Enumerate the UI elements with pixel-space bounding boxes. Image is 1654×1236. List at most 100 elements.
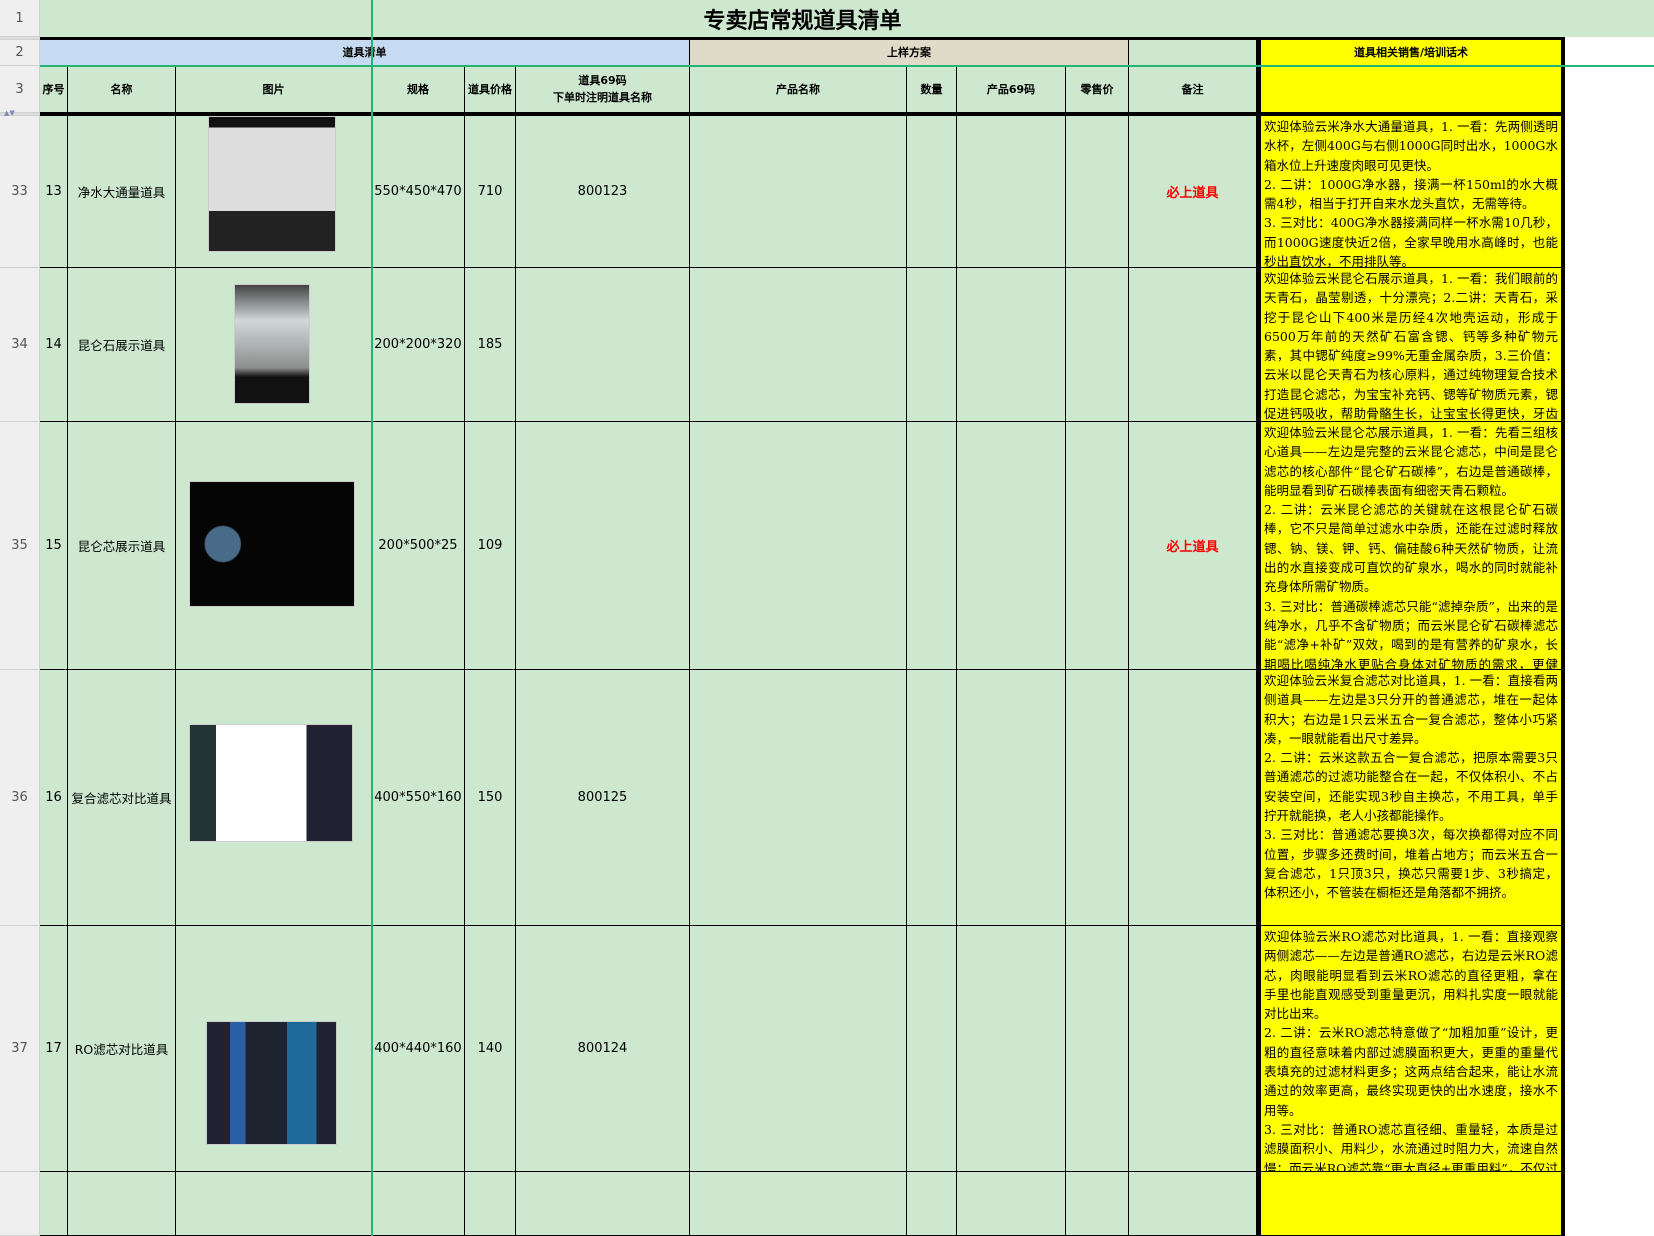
cell-price[interactable]: 710 — [465, 116, 516, 268]
column-header-product[interactable]: 产品名称 — [690, 66, 907, 113]
cell-empty[interactable] — [1066, 1172, 1129, 1236]
column-header-qty[interactable]: 数量 — [907, 66, 957, 113]
cell-retail[interactable] — [1066, 670, 1129, 926]
cell-empty[interactable] — [1129, 1172, 1257, 1236]
cell-name[interactable]: 复合滤芯对比道具 — [68, 670, 176, 926]
row-header[interactable]: 34 — [0, 268, 40, 422]
cell-empty[interactable] — [516, 1172, 690, 1236]
cell-spec[interactable]: 200*500*25 — [372, 422, 465, 670]
column-header-code_l1: 道具69码 — [578, 74, 627, 87]
row-header[interactable]: 37 — [0, 926, 40, 1172]
cell-price[interactable]: 150 — [465, 670, 516, 926]
product-image-cell[interactable] — [176, 422, 372, 670]
freeze-pane-vertical[interactable] — [371, 0, 373, 1236]
cell-product_code[interactable] — [957, 422, 1066, 670]
column-header-no[interactable]: 序号 — [40, 66, 68, 113]
row-header[interactable]: 2 — [0, 40, 40, 66]
cell-note[interactable] — [1129, 268, 1257, 422]
cell-empty[interactable] — [690, 1172, 907, 1236]
column-header-product_code[interactable]: 产品69码 — [957, 66, 1066, 113]
row-header[interactable]: 33 — [0, 116, 40, 268]
row-header[interactable]: 3 — [0, 66, 40, 113]
cell-name[interactable]: 净水大通量道具 — [68, 116, 176, 268]
cell-empty[interactable] — [176, 1172, 372, 1236]
kunlun-core-display-photo — [189, 481, 355, 607]
cell-note[interactable] — [1129, 670, 1257, 926]
row-resize-spinner-icon[interactable]: ▲▼ — [4, 109, 15, 117]
cell-product_code[interactable] — [957, 926, 1066, 1172]
cell-product_code[interactable] — [957, 116, 1066, 268]
column-header-image[interactable]: 图片 — [176, 66, 372, 113]
cell-product[interactable] — [690, 422, 907, 670]
cell-talk[interactable]: 欢迎体验云米昆仑石展示道具，1. 一看：我们眼前的天青石，晶莹剔透，十分漂亮；2… — [1257, 268, 1565, 422]
column-header-spec[interactable]: 规格 — [372, 66, 465, 113]
cell-name[interactable]: 昆仑芯展示道具 — [68, 422, 176, 670]
column-header-code[interactable]: 道具69码下单时注明道具名称 — [516, 66, 690, 113]
cell-retail[interactable] — [1066, 116, 1129, 268]
cell-talk[interactable]: 欢迎体验云米净水大通量道具，1. 一看：先两侧透明水杯，左侧400G与右侧100… — [1257, 116, 1565, 268]
freeze-pane-horizontal[interactable] — [40, 65, 1654, 67]
cell-no[interactable]: 13 — [40, 116, 68, 268]
product-image-cell[interactable] — [176, 670, 372, 926]
cell-code[interactable] — [516, 268, 690, 422]
cell-product_code[interactable] — [957, 670, 1066, 926]
cell-spec[interactable]: 550*450*470 — [372, 116, 465, 268]
cell-code[interactable]: 800125 — [516, 670, 690, 926]
cell-qty[interactable] — [907, 268, 957, 422]
ro-filter-display-photo — [206, 1021, 337, 1145]
cell-code[interactable]: 800124 — [516, 926, 690, 1172]
product-image-cell[interactable] — [176, 268, 372, 422]
cell-spec[interactable]: 200*200*320 — [372, 268, 465, 422]
cell-no[interactable]: 16 — [40, 670, 68, 926]
cell-note[interactable] — [1129, 926, 1257, 1172]
row-header[interactable]: 1 — [0, 0, 40, 37]
cell-spec[interactable]: 400*440*160 — [372, 926, 465, 1172]
product-image-cell[interactable] — [176, 926, 372, 1172]
cell-product_code[interactable] — [957, 268, 1066, 422]
cell-retail[interactable] — [1066, 926, 1129, 1172]
cell-no[interactable]: 14 — [40, 268, 68, 422]
cell-retail[interactable] — [1066, 422, 1129, 670]
cell-code[interactable]: 800123 — [516, 116, 690, 268]
cell-talk[interactable]: 欢迎体验云米复合滤芯对比道具，1. 一看：直接看两侧道具——左边是3只分开的普通… — [1257, 670, 1565, 926]
cell-name[interactable]: RO滤芯对比道具 — [68, 926, 176, 1172]
cell-retail[interactable] — [1066, 268, 1129, 422]
cell-empty[interactable] — [907, 1172, 957, 1236]
cell-qty[interactable] — [907, 116, 957, 268]
group-header-blank — [1129, 40, 1257, 66]
cell-no[interactable]: 17 — [40, 926, 68, 1172]
cell-spec[interactable]: 400*550*160 — [372, 670, 465, 926]
cell-talk[interactable] — [1257, 1172, 1565, 1236]
cell-empty[interactable] — [40, 1172, 68, 1236]
cell-talk[interactable]: 欢迎体验云米昆仑芯展示道具，1. 一看：先看三组核心道具——左边是完整的云米昆仑… — [1257, 422, 1565, 670]
column-header-retail[interactable]: 零售价 — [1066, 66, 1129, 113]
row-header[interactable] — [0, 1172, 40, 1236]
row-header[interactable]: 36 — [0, 670, 40, 926]
column-header-name[interactable]: 名称 — [68, 66, 176, 113]
column-header-note[interactable]: 备注 — [1129, 66, 1257, 113]
cell-empty[interactable] — [957, 1172, 1066, 1236]
cell-product[interactable] — [690, 926, 907, 1172]
cell-qty[interactable] — [907, 670, 957, 926]
cell-name[interactable]: 昆仑石展示道具 — [68, 268, 176, 422]
kunlun-stone-display-photo — [234, 284, 310, 404]
cell-empty[interactable] — [372, 1172, 465, 1236]
cell-note[interactable]: 必上道具 — [1129, 116, 1257, 268]
cell-product[interactable] — [690, 116, 907, 268]
cell-product[interactable] — [690, 670, 907, 926]
cell-price[interactable]: 109 — [465, 422, 516, 670]
cell-code[interactable] — [516, 422, 690, 670]
cell-no[interactable]: 15 — [40, 422, 68, 670]
cell-product[interactable] — [690, 268, 907, 422]
cell-qty[interactable] — [907, 926, 957, 1172]
cell-price[interactable]: 140 — [465, 926, 516, 1172]
product-image-cell[interactable] — [176, 116, 372, 268]
cell-empty[interactable] — [68, 1172, 176, 1236]
cell-price[interactable]: 185 — [465, 268, 516, 422]
cell-note[interactable]: 必上道具 — [1129, 422, 1257, 670]
row-header[interactable]: 35 — [0, 422, 40, 670]
column-header-price[interactable]: 道具价格 — [465, 66, 516, 113]
cell-talk[interactable]: 欢迎体验云米RO滤芯对比道具，1. 一看：直接观察两侧滤芯——左边是普通RO滤芯… — [1257, 926, 1565, 1172]
cell-qty[interactable] — [907, 422, 957, 670]
cell-empty[interactable] — [465, 1172, 516, 1236]
